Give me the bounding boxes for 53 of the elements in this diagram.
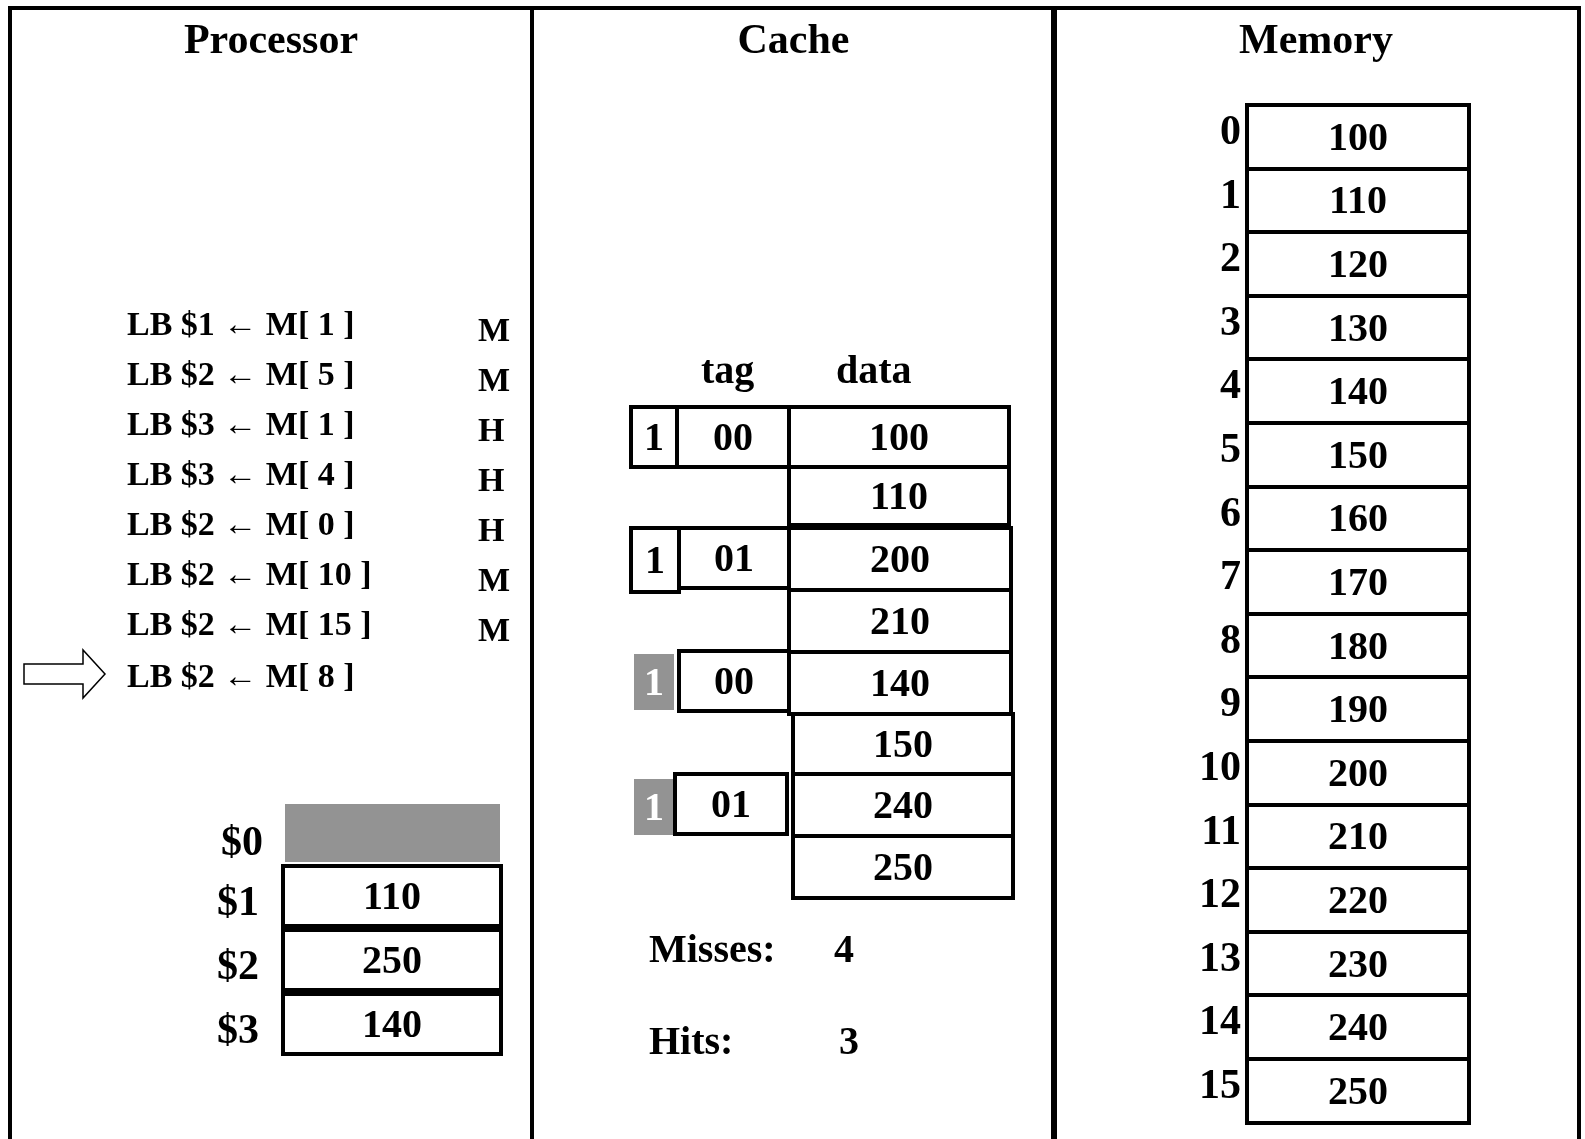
status-letter: H (478, 510, 505, 550)
status-letter: M (478, 610, 511, 650)
status-letter: M (478, 310, 511, 350)
address-label: 7 (1220, 552, 1241, 599)
instruction-text: LB $3 ← M[ 4 ] (127, 454, 355, 494)
register-box: 140 (281, 992, 503, 1056)
pointer-arrow (23, 648, 106, 700)
counter-label: Misses: (649, 926, 776, 972)
counter-value: 4 (834, 926, 854, 972)
address-label: 2 (1220, 234, 1241, 281)
address-label: 10 (1199, 743, 1241, 789)
address-label: 11 (1201, 806, 1241, 853)
cache-cell: 01 (673, 772, 789, 836)
address-label: 8 (1220, 615, 1241, 662)
address-label: 1 (1220, 170, 1241, 217)
address-label: 12 (1199, 870, 1241, 917)
address-label: 5 (1220, 425, 1241, 471)
cache-cell: 1 (629, 526, 681, 594)
column-heading: tag (701, 347, 755, 393)
address-label: 0 (1220, 107, 1241, 153)
valid-bit-cell: 1 (634, 654, 674, 710)
status-letter: M (478, 360, 511, 400)
instruction-text: LB $3 ← M[ 1 ] (127, 404, 355, 444)
instruction-text: LB $2 ← M[ 5 ] (127, 354, 355, 394)
register-name: $3 (217, 1006, 259, 1052)
instruction-text: LB $2 ← M[ 8 ] (127, 656, 355, 700)
panel-heading: Memory (1238, 15, 1394, 64)
address-label: 14 (1199, 997, 1241, 1044)
address-label: 13 (1199, 933, 1241, 980)
instruction-text: LB $2 ← M[ 0 ] (127, 504, 355, 544)
address-label: 9 (1220, 679, 1241, 726)
panel-heading: Processor (182, 15, 360, 64)
instruction-text: LB $1 ← M[ 1 ] (127, 304, 355, 344)
register-name: $2 (217, 942, 259, 988)
address-label: 15 (1199, 1061, 1241, 1107)
register-box: 250 (281, 928, 503, 992)
counter-value: 3 (839, 1018, 859, 1064)
status-letter: H (478, 410, 505, 450)
panel-heading: Cache (736, 15, 851, 64)
address-label: 3 (1220, 297, 1241, 344)
register-name: $1 (217, 878, 259, 924)
status-letter: M (478, 560, 511, 600)
panel-column (1051, 6, 1581, 1139)
counter-label: Hits: (649, 1018, 734, 1064)
register-box: 110 (281, 864, 503, 928)
instruction-text: LB $2 ← M[ 10 ] (127, 554, 372, 594)
register-name: $0 (221, 818, 263, 864)
address-label: 6 (1220, 488, 1241, 535)
status-letter: H (478, 460, 505, 500)
valid-bit-cell: 1 (634, 779, 674, 835)
instruction-text: LB $2 ← M[ 15 ] (127, 604, 372, 644)
column-heading: data (836, 347, 912, 393)
address-label: 4 (1220, 361, 1241, 408)
